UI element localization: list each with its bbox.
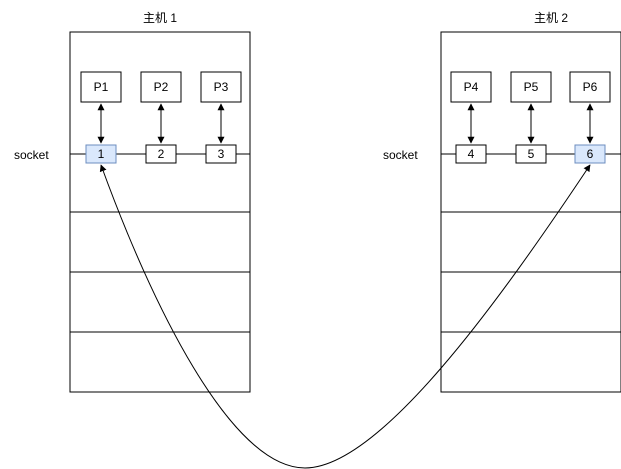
socket-box xyxy=(145,144,177,164)
socket-box-highlighted xyxy=(85,144,117,164)
process-box xyxy=(140,71,182,103)
process-box xyxy=(200,71,242,103)
socket-label: 3 xyxy=(218,147,225,161)
host-1-title: 主机 1 xyxy=(143,11,177,25)
process-label: P3 xyxy=(214,80,229,94)
process-label: P2 xyxy=(154,80,169,94)
socket-box xyxy=(205,144,237,164)
process-box xyxy=(569,71,611,103)
socket-label: 1 xyxy=(98,147,105,161)
socket-box-highlighted xyxy=(574,144,606,164)
process-box xyxy=(450,71,492,103)
socket-label: 4 xyxy=(468,147,475,161)
socket-row-label: socket xyxy=(383,148,418,162)
process-label: P5 xyxy=(524,80,539,94)
process-box xyxy=(80,71,122,103)
process-label: P4 xyxy=(464,80,479,94)
process-label: P6 xyxy=(583,80,598,94)
socket-label: 2 xyxy=(158,147,165,161)
process-box xyxy=(510,71,552,103)
socket-box xyxy=(455,144,487,164)
host-1: 主机 1 P1 P2 P3 1 2 3 xyxy=(69,11,251,393)
socket-connection-curve xyxy=(99,164,591,469)
socket-label: 5 xyxy=(528,147,535,161)
socket-row-label: socket xyxy=(14,148,49,162)
socket-box xyxy=(515,144,547,164)
host-2-title: 主机 2 xyxy=(534,11,568,25)
process-label: P1 xyxy=(94,80,109,94)
socket-label: 6 xyxy=(587,147,594,161)
